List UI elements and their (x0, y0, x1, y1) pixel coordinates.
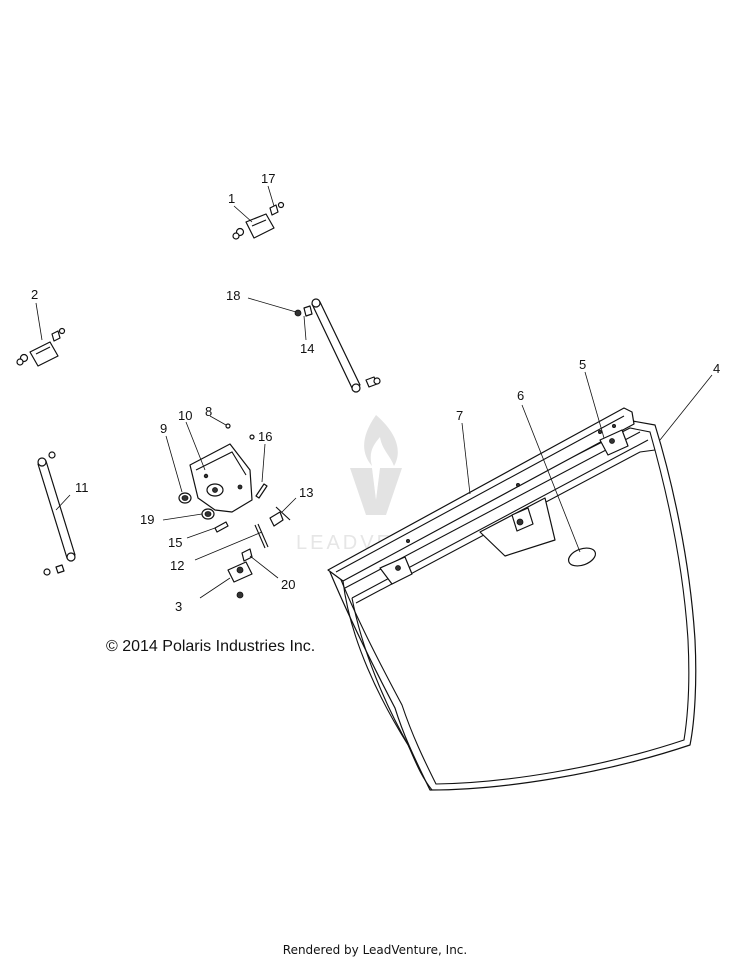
gas-strut-left (37, 451, 76, 576)
callout-11: 11 (75, 480, 89, 495)
callout-4: 4 (713, 361, 720, 376)
callout-17: 17 (261, 171, 275, 186)
latch-bracket-assembly (178, 423, 291, 599)
callout-6: 6 (517, 388, 524, 403)
callout-14: 14 (300, 341, 314, 356)
callout-8: 8 (205, 404, 212, 419)
copyright-notice: © 2014 Polaris Industries Inc. (106, 638, 316, 655)
hinge-bracket-left (16, 327, 66, 367)
callout-16: 16 (258, 429, 272, 444)
callout-15: 15 (168, 535, 182, 550)
callout-18: 18 (226, 288, 240, 303)
leader-lines (35, 185, 713, 599)
callout-9: 9 (160, 421, 167, 436)
callout-labels: 1 2 3 4 5 6 7 8 9 10 11 12 13 14 15 16 1… (31, 171, 720, 614)
callout-20: 20 (281, 577, 295, 592)
hinge-bracket-top (232, 201, 285, 240)
callout-13: 13 (299, 485, 313, 500)
gas-strut-right (294, 298, 381, 393)
callout-5: 5 (579, 357, 586, 372)
callout-10: 10 (178, 408, 192, 423)
callout-3: 3 (175, 599, 182, 614)
windshield-assembly (327, 407, 697, 791)
callout-1: 1 (228, 191, 235, 206)
rendered-by-footer: Rendered by LeadVenture, Inc. (282, 943, 468, 957)
callout-7: 7 (456, 408, 463, 423)
callout-12: 12 (170, 558, 184, 573)
callout-19: 19 (140, 512, 154, 527)
callout-2: 2 (31, 287, 38, 302)
